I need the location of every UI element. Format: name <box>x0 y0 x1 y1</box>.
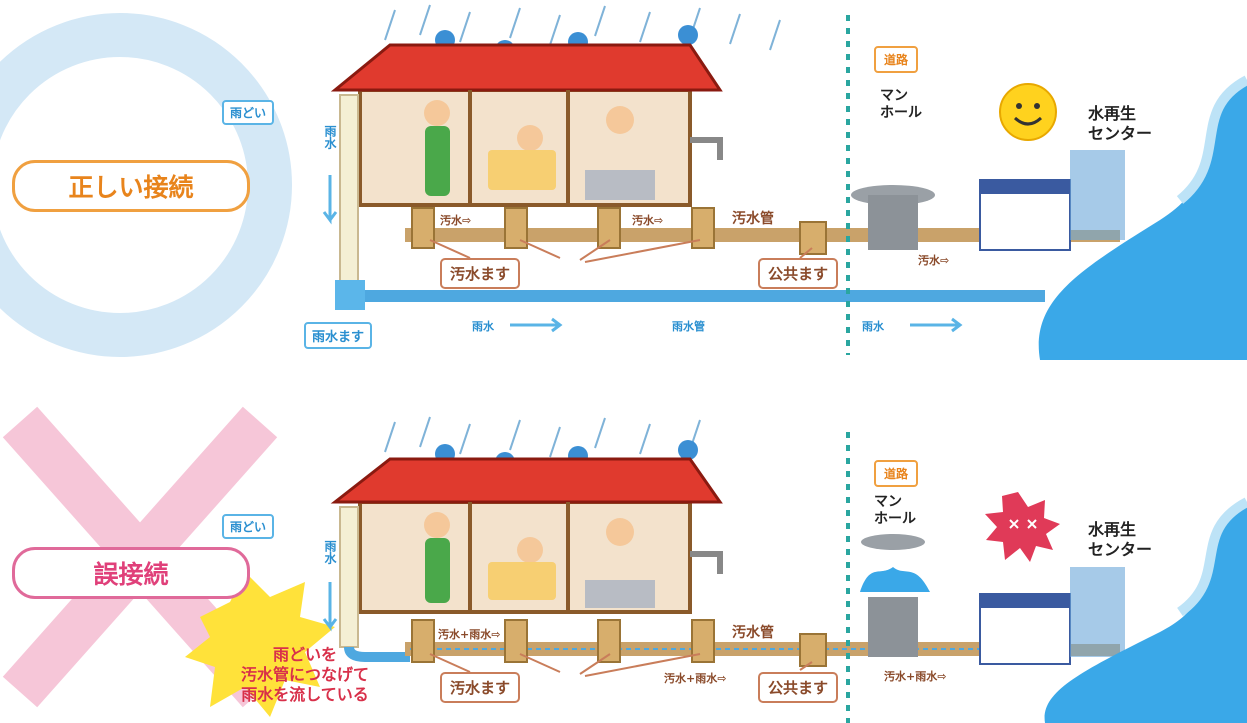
rain-flow-label-1: 雨水 <box>472 320 494 333</box>
sewer-inlet-label: 汚水ます <box>440 258 521 289</box>
rain-vertical-label: 雨水 <box>323 540 337 564</box>
amadoi-label: 雨どい <box>222 514 275 539</box>
angry-face-icon <box>985 492 1060 562</box>
amadoi-label: 雨どい <box>222 100 275 125</box>
mixed-flow-label-2: 汚水+雨水⇨ <box>664 672 727 685</box>
sewer-inlets <box>411 619 827 667</box>
warning-burst <box>185 572 335 717</box>
osui-flow-label-2: 汚水⇨ <box>632 214 664 227</box>
sewer-pipe-label: 汚水管 <box>732 625 774 641</box>
manhole-lid <box>861 534 925 550</box>
correct-status-label: 正しい接続 <box>12 160 250 212</box>
manhole-shaft <box>868 195 918 250</box>
treatment-plant-label: 水再生 センター <box>1088 520 1153 559</box>
correct-ring-icon <box>0 13 292 357</box>
rain-down-arrow <box>322 582 338 632</box>
sewer-inlets <box>411 207 827 255</box>
road-label: 道路 <box>874 46 919 73</box>
sewer-inlet-label: 汚水ます <box>440 672 521 703</box>
rain-gutter-pipe <box>339 506 359 648</box>
wrong-scene-illustration <box>2 406 1247 723</box>
house-roof <box>330 43 723 92</box>
river <box>1044 502 1247 723</box>
road-label: 道路 <box>874 460 919 487</box>
correct-connection-panel: 正しい接続 雨どい 雨水 汚水⇨ 汚水⇨ 汚水管 汚水ます 公共ます 道路 マン… <box>0 0 1247 360</box>
manhole-label: マン ホール <box>874 494 916 527</box>
person-kitchen-icon <box>606 518 634 546</box>
osui-flow-label-3: 汚水⇨ <box>918 254 950 267</box>
person-toilet-icon <box>424 100 450 126</box>
rain-vertical-label: 雨水 <box>323 125 337 149</box>
overflow-splash <box>860 567 930 592</box>
house-roof <box>330 457 723 504</box>
rain-inlet-label: 雨水ます <box>304 322 373 349</box>
wrong-status-label: 誤接続 <box>12 547 250 599</box>
faucet-icon <box>690 551 723 574</box>
public-inlet-label: 公共ます <box>758 672 839 703</box>
happy-face-icon <box>999 83 1057 141</box>
person-toilet-icon <box>424 512 450 538</box>
correct-scene-illustration <box>0 4 1247 360</box>
faucet-icon <box>690 137 723 160</box>
rain-flow-label-2: 雨水 <box>862 320 884 333</box>
wrong-gutter-connection <box>344 646 410 662</box>
mixed-flow-label-3: 汚水+雨水⇨ <box>884 670 947 683</box>
person-bath-icon <box>517 125 543 151</box>
osui-flow-label-1: 汚水⇨ <box>440 214 472 227</box>
person-bath-icon <box>517 537 543 563</box>
sewer-pipe-label: 汚水管 <box>732 211 774 227</box>
public-inlet-label: 公共ます <box>758 258 839 289</box>
rain-gutter-pipe <box>339 94 359 291</box>
rain-streaks <box>384 416 701 458</box>
rain-streaks <box>384 4 781 51</box>
manhole-label: マン ホール <box>880 88 922 121</box>
mixed-flow-label-1: 汚水+雨水⇨ <box>438 628 501 641</box>
treatment-plant-label: 水再生 センター <box>1088 104 1153 143</box>
solar-panel-icon <box>1070 150 1125 240</box>
wrong-connection-panel: 誤接続 雨どい 雨水 汚水+雨水⇨ 汚水管 汚水ます 汚水+雨水⇨ 公共ます 道… <box>0 362 1247 723</box>
warning-caption: 雨どいを 汚水管につなげて 雨水を流している <box>240 645 369 704</box>
rain-inlet <box>335 280 365 310</box>
river <box>1038 80 1247 360</box>
person-kitchen-icon <box>606 106 634 134</box>
rain-pipe-label: 雨水管 <box>672 320 705 333</box>
rain-down-arrow <box>322 175 338 225</box>
solar-panel-icon <box>1070 567 1125 657</box>
manhole-shaft <box>868 597 918 657</box>
rain-pipe <box>355 290 1045 302</box>
